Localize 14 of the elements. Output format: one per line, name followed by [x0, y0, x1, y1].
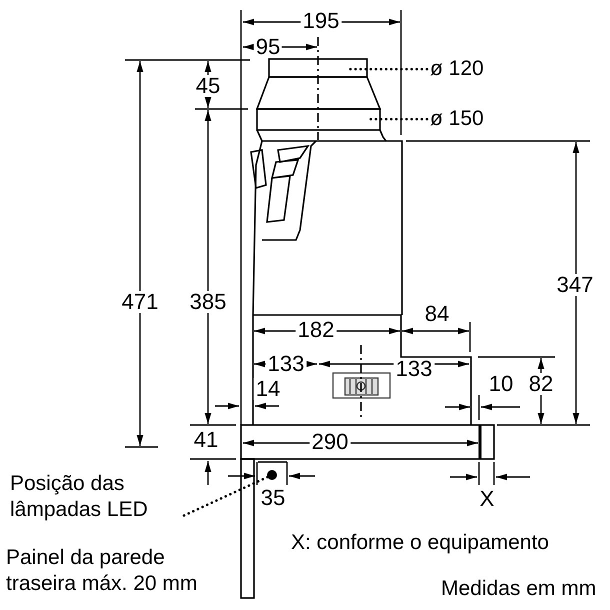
dimension-value: 385 — [188, 291, 228, 313]
callout-text: Posição das lâmpadas LED — [10, 471, 149, 524]
dimension-value: 82 — [526, 373, 556, 395]
note-text: Painel da parede traseira máx. 20 mm — [6, 545, 198, 598]
callout-text: ø 120 — [430, 56, 484, 82]
note-text: X: conforme o equipamento — [291, 530, 549, 556]
leader-line — [182, 476, 269, 517]
leader-line — [348, 68, 428, 70]
dimension-value: 45 — [194, 75, 222, 97]
units-note: Medidas em mm — [441, 576, 596, 602]
dimension-value: 471 — [120, 291, 160, 313]
callout-text: ø 150 — [430, 106, 484, 132]
dimension-value: 347 — [554, 274, 596, 296]
led-lamp — [267, 470, 277, 480]
